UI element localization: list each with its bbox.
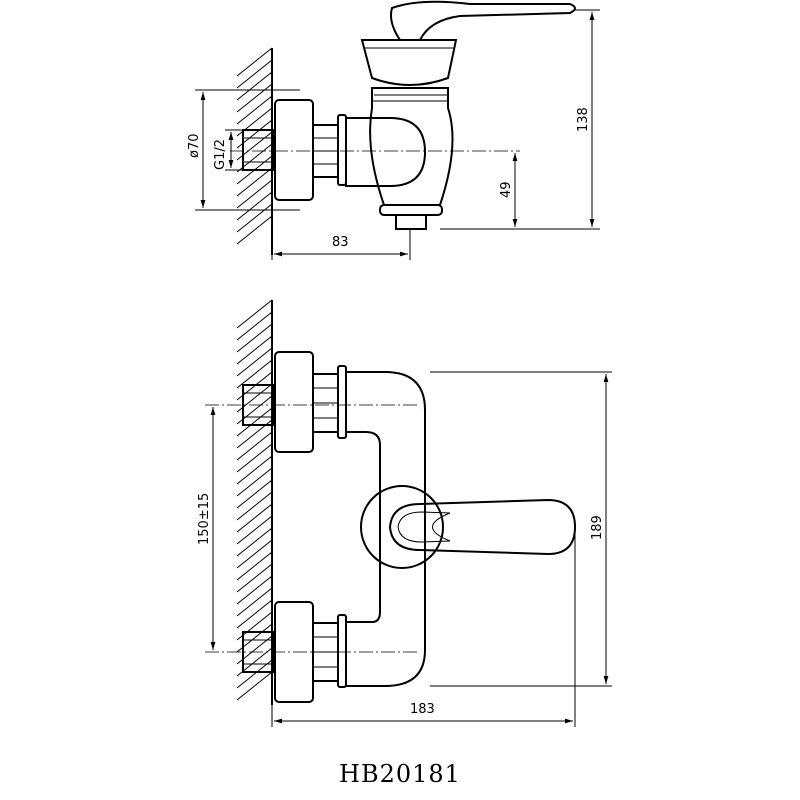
hatch-line [236, 491, 273, 521]
hatch-line [236, 479, 273, 509]
dim-axis-height: 49 [499, 153, 518, 227]
inlet-pipe-top [242, 129, 274, 171]
hatch-line [236, 527, 273, 557]
hatch-line [236, 359, 273, 389]
model-number: HB20181 [339, 760, 461, 788]
hatch-line [236, 71, 273, 101]
hatch-line [236, 347, 273, 377]
hatch-line [236, 407, 273, 437]
hatch-line [236, 191, 273, 221]
hatch-line [236, 299, 273, 329]
upper-inlet [242, 351, 347, 453]
hatch-line [236, 83, 273, 113]
hatch-line [236, 671, 273, 701]
dim-height: 138 [440, 9, 600, 230]
hatch-line [236, 335, 273, 365]
wall-hatch-top [236, 47, 273, 255]
dim-width: 183 [271, 530, 576, 727]
mixer-body-side [345, 117, 427, 187]
dim-thread-label: G1/2 [213, 139, 228, 170]
hatch-line [236, 431, 273, 461]
hatch-line [236, 59, 273, 89]
dim-depth: 83 [271, 230, 411, 260]
hatch-line [236, 203, 273, 233]
hatch-line [236, 551, 273, 581]
hatch-line [236, 587, 273, 617]
hatch-line [236, 563, 273, 593]
dim-spacing-label: 150±15 [197, 493, 212, 545]
hatch-line [236, 575, 273, 605]
dim-depth-label: 83 [332, 235, 349, 250]
cartridge-disc [360, 485, 444, 569]
dim-diameter: ø70 [187, 89, 300, 211]
hatch-line [236, 515, 273, 545]
dim-thread: G1/2 [213, 129, 250, 171]
mixer-body-front [345, 371, 426, 687]
wall-flange-top [274, 99, 314, 201]
dim-spacing: 150±15 [197, 407, 216, 650]
dim-axis-height-label: 49 [499, 181, 514, 198]
hatch-line [236, 215, 273, 245]
lever-handle-front [388, 498, 577, 556]
hatch-line [236, 503, 273, 533]
hatch-line [236, 311, 273, 341]
front-view: 150±15 189 183 [197, 299, 612, 727]
hatch-line [236, 539, 273, 569]
hatch-line [236, 443, 273, 473]
hatch-line [236, 455, 273, 485]
dim-width-height: 189 [430, 371, 612, 687]
hatch-line [236, 599, 273, 629]
top-view: ø70 G1/2 83 138 49 [187, 0, 600, 260]
hatch-line [236, 323, 273, 353]
cartridge-column [369, 87, 454, 206]
dim-height-label: 138 [576, 107, 591, 132]
hatch-line [236, 467, 273, 497]
hatch-line [236, 95, 273, 125]
dim-front-width-label: 183 [410, 702, 435, 717]
dim-front-height-label: 189 [590, 515, 605, 540]
connector-collar-top [337, 114, 347, 186]
cartridge-cap [360, 39, 458, 86]
outlet-ring [379, 204, 443, 216]
outlet-nozzle [395, 214, 427, 230]
hatch-line [236, 167, 273, 197]
hatch-line [236, 179, 273, 209]
hatch-line [236, 47, 273, 77]
dim-diameter-label: ø70 [187, 134, 202, 159]
lever-handle-side [390, 0, 576, 41]
hatch-line [236, 659, 273, 689]
